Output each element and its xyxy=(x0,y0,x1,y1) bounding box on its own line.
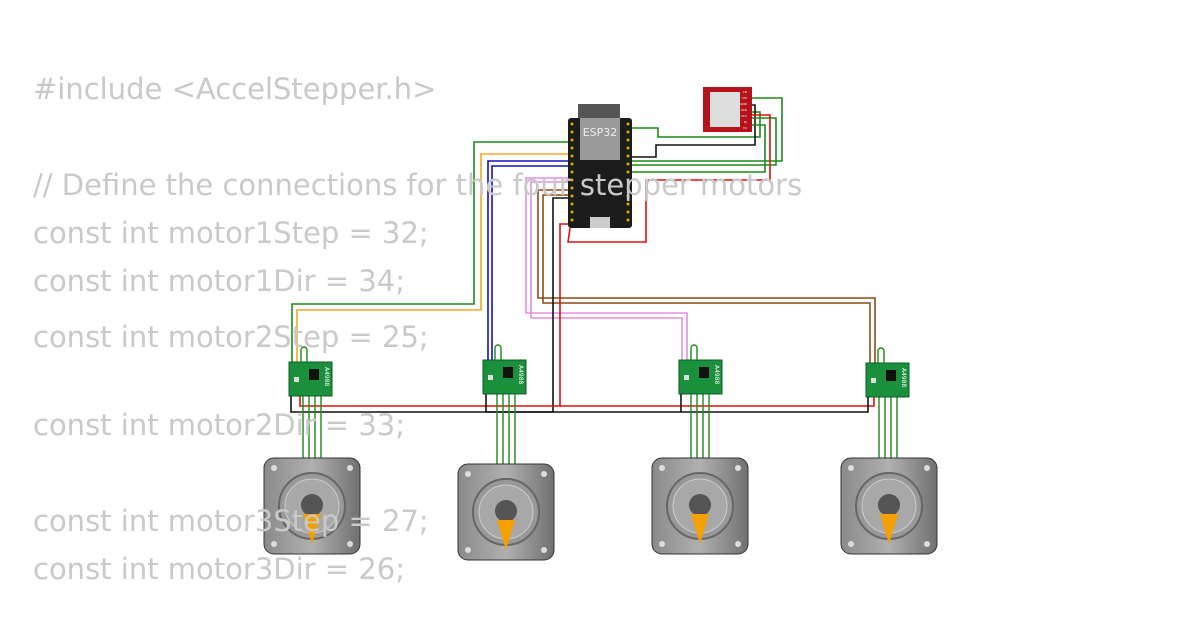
sd-pin-di: DI xyxy=(744,120,747,124)
driver-label: A4988 xyxy=(900,368,907,388)
sd-pin-vcc: VCC xyxy=(741,114,747,118)
stepper-motor-2[interactable] xyxy=(457,463,555,561)
sd-pin-gnd: GND xyxy=(740,102,748,106)
stepper-motor-1[interactable] xyxy=(263,457,361,555)
sd-card-module[interactable]: CD DO GND SCK VCC DI CS xyxy=(703,87,752,132)
wires xyxy=(290,97,898,464)
driver-label: A4988 xyxy=(713,365,720,385)
sd-pin-do: DO xyxy=(742,96,747,100)
driver-label: A4988 xyxy=(517,365,524,385)
a4988-driver-4[interactable]: A4988 xyxy=(865,347,910,398)
sd-pin-cs: CS xyxy=(743,126,747,130)
a4988-driver-1[interactable]: A4988 xyxy=(288,346,333,397)
a4988-driver-3[interactable]: A4988 xyxy=(678,344,723,395)
esp32-board[interactable]: ESP32 xyxy=(568,104,632,228)
usb-port xyxy=(590,217,610,228)
driver-label: A4988 xyxy=(323,367,330,387)
stepper-motor-4[interactable] xyxy=(840,457,938,555)
stepper-motor-3[interactable] xyxy=(651,457,749,555)
sd-pin-sck: SCK xyxy=(741,108,748,112)
sd-pin-cd: CD xyxy=(743,90,748,94)
esp32-label: ESP32 xyxy=(583,126,618,139)
a4988-driver-2[interactable]: A4988 xyxy=(482,344,527,395)
